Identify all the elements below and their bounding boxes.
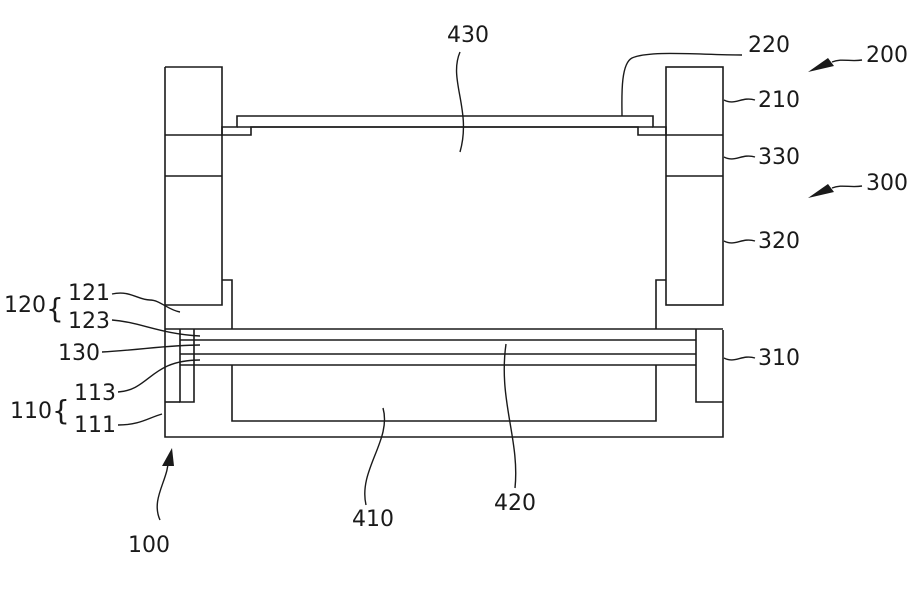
- label-123: 123: [68, 309, 110, 334]
- label-113: 113: [74, 381, 116, 406]
- label-410: 410: [352, 507, 394, 532]
- left-lower-block: [179, 329, 195, 403]
- brace-120: {: [46, 292, 64, 325]
- leader-410: [364, 407, 386, 506]
- leader-113: [117, 359, 201, 393]
- label-121: 121: [68, 281, 110, 306]
- leader-130: [101, 344, 201, 353]
- label-110: 110: [10, 399, 52, 424]
- leader-300: [831, 185, 863, 189]
- leader-320: [723, 239, 756, 244]
- arrowheads: [162, 58, 834, 466]
- leader-220: [621, 52, 743, 117]
- leader-lines: [101, 51, 863, 521]
- leader-121: [111, 292, 181, 313]
- leader-200: [831, 59, 863, 63]
- label-430: 430: [447, 23, 489, 48]
- outer-frame: [164, 66, 724, 438]
- label-420: 420: [494, 491, 536, 516]
- label-310: 310: [758, 346, 800, 371]
- brace-110: {: [52, 394, 70, 427]
- arrow-100: [162, 448, 174, 466]
- leader-123: [111, 319, 201, 337]
- leader-111: [117, 413, 163, 426]
- label-320: 320: [758, 229, 800, 254]
- left-inner-step: [222, 279, 233, 329]
- label-130: 130: [58, 341, 100, 366]
- cover-plate: [221, 115, 667, 136]
- label-210: 210: [758, 88, 800, 113]
- label-300: 300: [866, 171, 908, 196]
- bottom-cavity: [231, 365, 657, 422]
- label-120: 120: [4, 293, 46, 318]
- right-column: [665, 66, 724, 306]
- device-structure: [164, 66, 724, 438]
- label-200: 200: [866, 43, 908, 68]
- label-220: 220: [748, 33, 790, 58]
- label-330: 330: [758, 145, 800, 170]
- leader-430: [455, 51, 465, 153]
- right-inner-step: [655, 279, 666, 329]
- leader-100: [156, 457, 169, 521]
- label-100: 100: [128, 533, 170, 558]
- label-111: 111: [74, 413, 116, 438]
- leader-310: [723, 356, 756, 361]
- leader-210: [723, 98, 756, 103]
- reference-labels: 430 220 200 210 330 300 320 310 120 121 …: [4, 23, 908, 558]
- arrow-200: [808, 58, 834, 72]
- leader-420: [503, 343, 517, 489]
- leader-330: [723, 155, 756, 160]
- arrow-300: [808, 184, 834, 198]
- right-lower-block: [695, 329, 723, 403]
